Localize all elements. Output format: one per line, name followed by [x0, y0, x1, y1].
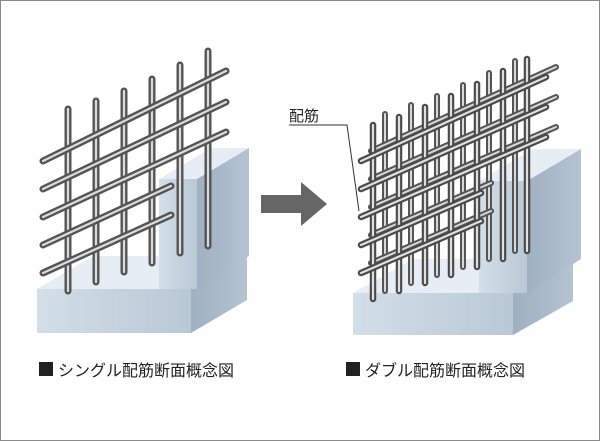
black-square-icon	[39, 362, 53, 376]
double-rebar-diagram	[289, 55, 581, 335]
double-concrete-base-side	[513, 259, 573, 335]
right-arrow-icon	[261, 182, 327, 226]
single-rebar-diagram	[37, 47, 249, 333]
double-front-horizontal-bars	[357, 73, 550, 277]
callout-label: 配筋	[289, 107, 320, 125]
single-horizontal-bars	[39, 67, 230, 277]
single-concrete-base-front	[37, 289, 191, 333]
callout-leader-line	[289, 124, 360, 212]
single-concrete-base-side	[191, 256, 247, 333]
caption-double-text: ダブル配筋断面概念図	[365, 361, 526, 380]
double-concrete-base-front	[353, 293, 513, 335]
double-concrete-wall-side	[527, 149, 581, 293]
caption-double: ダブル配筋断面概念図	[346, 357, 525, 381]
caption-single-text: シングル配筋断面概念図	[58, 361, 235, 380]
caption-single: シングル配筋断面概念図	[39, 357, 234, 381]
black-square-icon	[346, 362, 360, 376]
